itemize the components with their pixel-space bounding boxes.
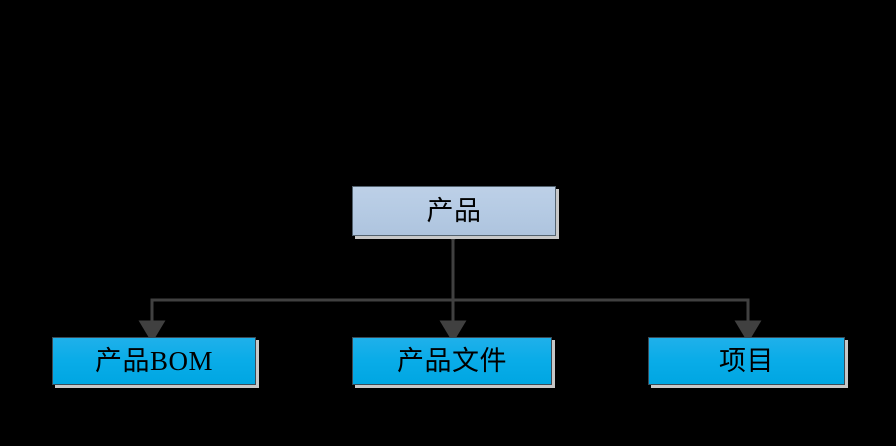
node-product-file[interactable]: 产品文件	[352, 337, 552, 385]
node-project-label: 项目	[719, 345, 774, 376]
node-project[interactable]: 项目	[648, 337, 845, 385]
node-product-bom-label: 产品BOM	[94, 345, 213, 376]
node-product-bom[interactable]: 产品BOM	[52, 337, 256, 385]
node-product-label: 产品	[426, 195, 482, 226]
node-product[interactable]: 产品	[352, 186, 556, 236]
node-product-file-label: 产品文件	[397, 345, 507, 376]
